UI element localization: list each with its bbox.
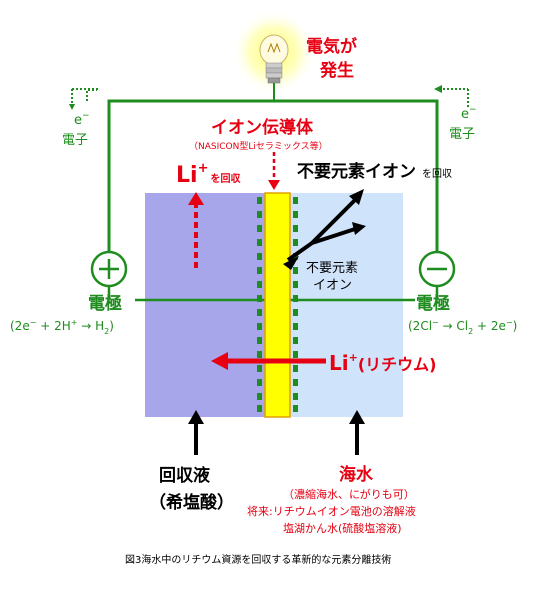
unwanted-inner-line1: 不要元素	[306, 261, 358, 276]
recovery-liquid-line1: 回収液	[159, 465, 210, 486]
electron-flow-left	[86, 89, 97, 101]
seawater-title: 海水	[339, 464, 374, 485]
li-transfer-arrow	[211, 352, 326, 370]
seawater-arrow	[349, 410, 365, 455]
electron-left-label: 電子	[62, 133, 88, 148]
anode-reaction: (2e− + 2H+ → H2)	[10, 318, 114, 336]
unwanted-title: 不要元素イオンを回収	[297, 162, 452, 182]
light-bulb-icon	[232, 10, 316, 101]
seawater-compartment	[290, 193, 403, 417]
bulb-label-line2: 発生	[319, 60, 354, 81]
li-recover-label: Li+を回収	[176, 161, 241, 188]
electron-right-label: 電子	[449, 127, 475, 142]
bulb-label-line1: 電気が	[306, 36, 357, 57]
figure-caption: 図3海水中のリチウム資源を回収する革新的な元素分離技術	[125, 553, 391, 566]
li-transfer-label: Li+(リチウム)	[329, 351, 436, 375]
cathode-label: 電極	[416, 293, 450, 314]
conductor-subtitle: （NASICON型Liセラミックス等）	[189, 140, 328, 152]
recovery-liquid-arrow	[188, 410, 204, 455]
electron-flow-right	[443, 88, 469, 108]
unwanted-inner-line2: イオン	[313, 278, 352, 293]
recovery-liquid-line2: （希塩酸）	[149, 492, 234, 513]
electron-right-symbol: e−	[461, 105, 477, 122]
ion-conductor-membrane	[264, 192, 291, 418]
conductor-title: イオン伝導体	[211, 117, 314, 138]
electrode-lines	[107, 287, 439, 302]
recovery-compartment	[145, 193, 265, 417]
seawater-line1: （濃縮海水、にがりも可）	[283, 487, 415, 501]
membrane-electrode-dots	[257, 197, 298, 412]
li-recover-arrow	[188, 192, 204, 268]
anode-plus-icon	[90, 250, 128, 288]
unwanted-ion-arrows	[286, 196, 359, 262]
anode-label: 電極	[88, 293, 122, 314]
seawater-line3: 塩湖かん水(硫酸塩溶液)	[283, 521, 402, 535]
cathode-minus-icon	[418, 250, 456, 288]
seawater-line2: 将来:リチウムイオン電池の溶解液	[247, 504, 416, 518]
cathode-reaction: (2Cl− → Cl2 + 2e−)	[408, 318, 517, 336]
electron-left-symbol: e−	[74, 111, 90, 128]
conductor-pointer-arrow	[268, 152, 280, 190]
